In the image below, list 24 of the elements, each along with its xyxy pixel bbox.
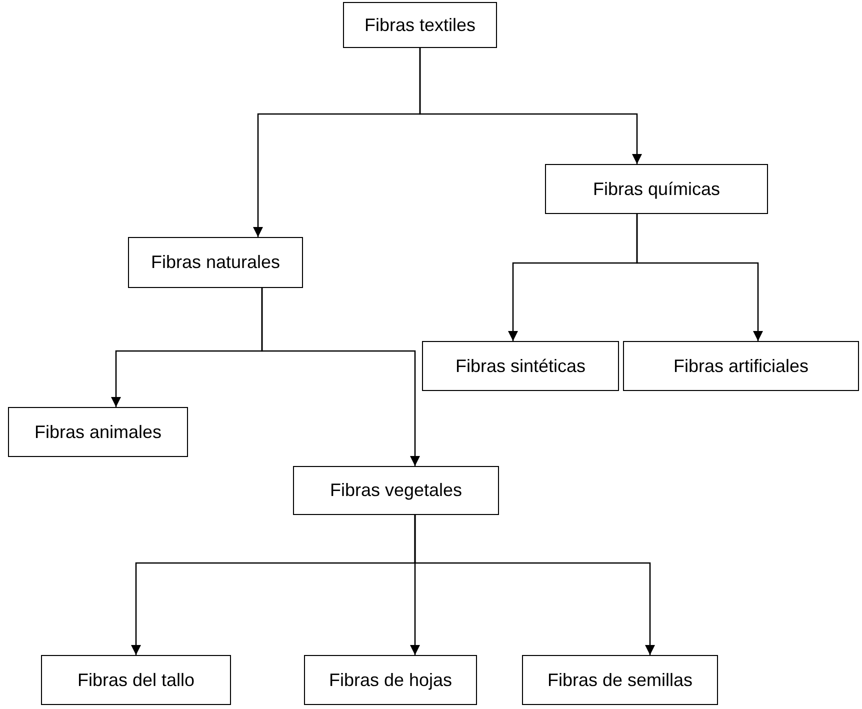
box-label: Fibras de semillas xyxy=(547,668,693,692)
box-label: Fibras artificiales xyxy=(673,354,809,378)
category-box xyxy=(128,237,303,288)
category-box xyxy=(545,164,768,214)
box-label: Fibras vegetales xyxy=(330,479,462,502)
box-label: Fibras de hojas xyxy=(328,668,452,692)
category-box xyxy=(522,655,718,705)
arrow xyxy=(414,515,655,655)
box-label: Fibras sintéticas xyxy=(455,354,586,378)
box-label: Fibras naturales xyxy=(150,251,280,274)
category-box xyxy=(343,2,497,48)
category-box xyxy=(304,655,477,705)
arrow xyxy=(419,48,642,164)
arrow xyxy=(636,214,763,341)
category-box xyxy=(8,407,188,457)
category-box xyxy=(293,466,499,515)
category-box xyxy=(41,655,231,705)
arrow xyxy=(261,288,420,466)
box-label: Fibras textiles xyxy=(364,14,476,36)
box-label: Fibras del tallo xyxy=(77,668,195,692)
box-label: Fibras químicas xyxy=(592,178,720,201)
box-label: Fibras animales xyxy=(34,420,162,444)
category-box xyxy=(623,341,859,391)
category-box xyxy=(422,341,619,391)
